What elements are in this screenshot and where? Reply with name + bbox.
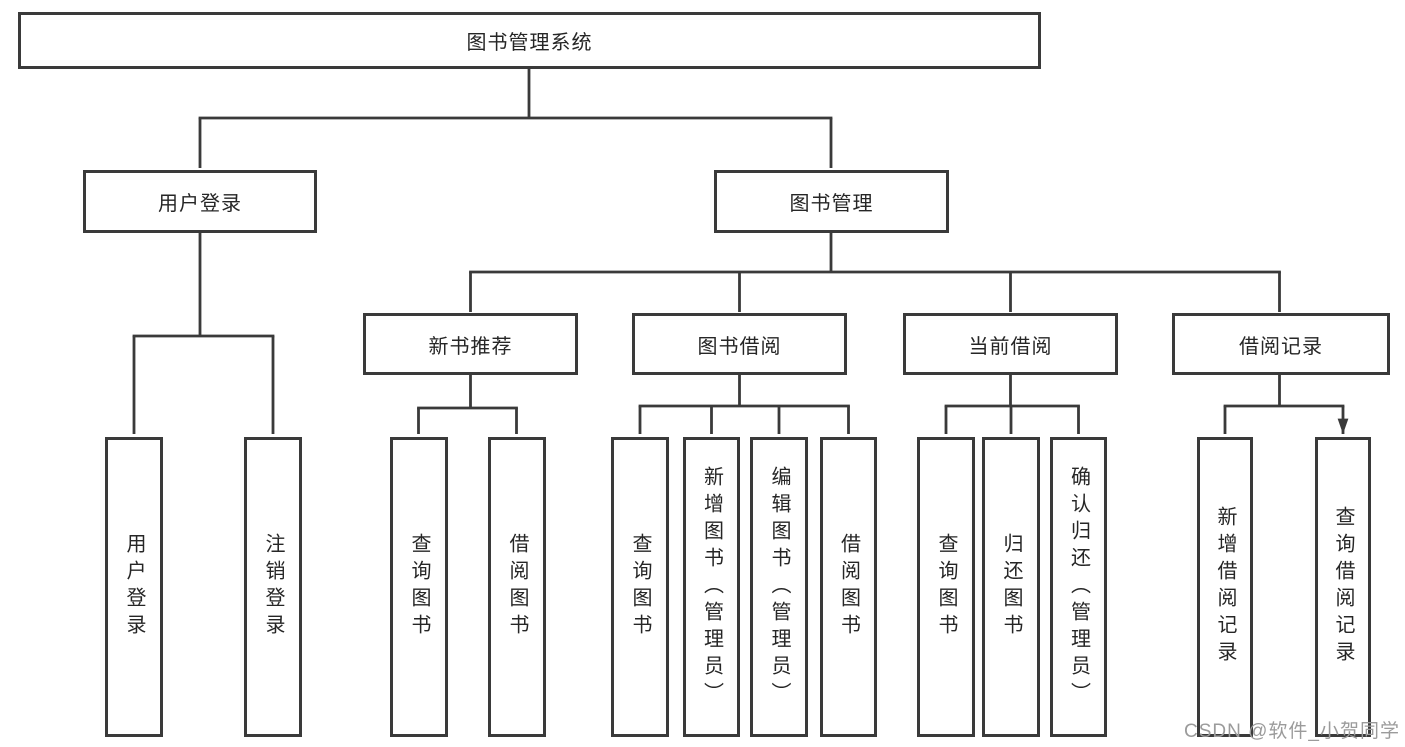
node-book-borrowing: 图书借阅 <box>632 313 847 375</box>
node-borrowing-records-label: 借阅记录 <box>1239 335 1323 358</box>
leaf-borrow-books-borrowing: 借阅图书 <box>820 437 877 737</box>
leaf-add-books-admin: 新增图书（管理员） <box>683 437 740 737</box>
node-borrowing-records: 借阅记录 <box>1172 313 1390 375</box>
leaf-query-books-borrowing: 查询图书 <box>611 437 669 737</box>
leaf-borrow-books-recommend: 借阅图书 <box>488 437 546 737</box>
leaf-query-books-recommend-label: 查询图书 <box>408 533 430 641</box>
leaf-borrow-books-recommend-label: 借阅图书 <box>506 533 528 641</box>
leaf-borrow-books-borrowing-label: 借阅图书 <box>837 533 860 641</box>
leaf-query-books-current: 查询图书 <box>917 437 975 737</box>
node-current-borrowing-label: 当前借阅 <box>968 335 1053 358</box>
node-library-management-system: 图书管理系统 <box>18 12 1041 69</box>
connector-arrows <box>132 118 1343 434</box>
leaf-return-books: 归还图书 <box>982 437 1040 737</box>
leaf-logout: 注销登录 <box>244 437 302 737</box>
leaf-query-books-borrowing-label: 查询图书 <box>629 533 651 641</box>
leaf-confirm-return-admin: 确认归还（管理员） <box>1050 437 1107 737</box>
connector-trunks <box>132 67 1345 410</box>
leaf-confirm-return-admin-label: 确认归还（管理员） <box>1067 465 1090 709</box>
leaf-query-borrow-record: 查询借阅记录 <box>1315 437 1371 737</box>
node-book-management-label: 图书管理 <box>789 193 874 215</box>
node-current-borrowing: 当前借阅 <box>903 313 1118 375</box>
node-book-borrowing-label: 图书借阅 <box>697 335 782 358</box>
leaf-edit-books-admin-label: 编辑图书（管理员） <box>768 465 790 709</box>
leaf-logout-label: 注销登录 <box>262 533 284 641</box>
leaf-return-books-label: 归还图书 <box>1000 533 1022 641</box>
leaf-add-borrow-record: 新增借阅记录 <box>1197 437 1253 737</box>
node-user-login-group: 用户登录 <box>83 170 317 233</box>
leaf-user-login: 用户登录 <box>105 437 163 737</box>
leaf-query-borrow-record-label: 查询借阅记录 <box>1332 506 1354 668</box>
node-new-book-recommendation-label: 新书推荐 <box>428 335 513 358</box>
node-new-book-recommendation: 新书推荐 <box>363 313 578 375</box>
csdn-watermark: CSDN @软件_小贺同学 <box>1184 721 1400 742</box>
leaf-edit-books-admin: 编辑图书（管理员） <box>750 437 808 737</box>
leaf-add-borrow-record-label: 新增借阅记录 <box>1214 506 1236 668</box>
leaf-add-books-admin-label: 新增图书（管理员） <box>700 465 723 709</box>
leaf-query-books-current-label: 查询图书 <box>935 533 957 641</box>
node-book-management: 图书管理 <box>714 170 949 233</box>
node-user-login-group-label: 用户登录 <box>158 193 242 215</box>
node-library-management-system-label: 图书管理系统 <box>466 32 593 54</box>
leaf-user-login-label: 用户登录 <box>123 533 145 641</box>
leaf-query-books-recommend: 查询图书 <box>390 437 448 737</box>
